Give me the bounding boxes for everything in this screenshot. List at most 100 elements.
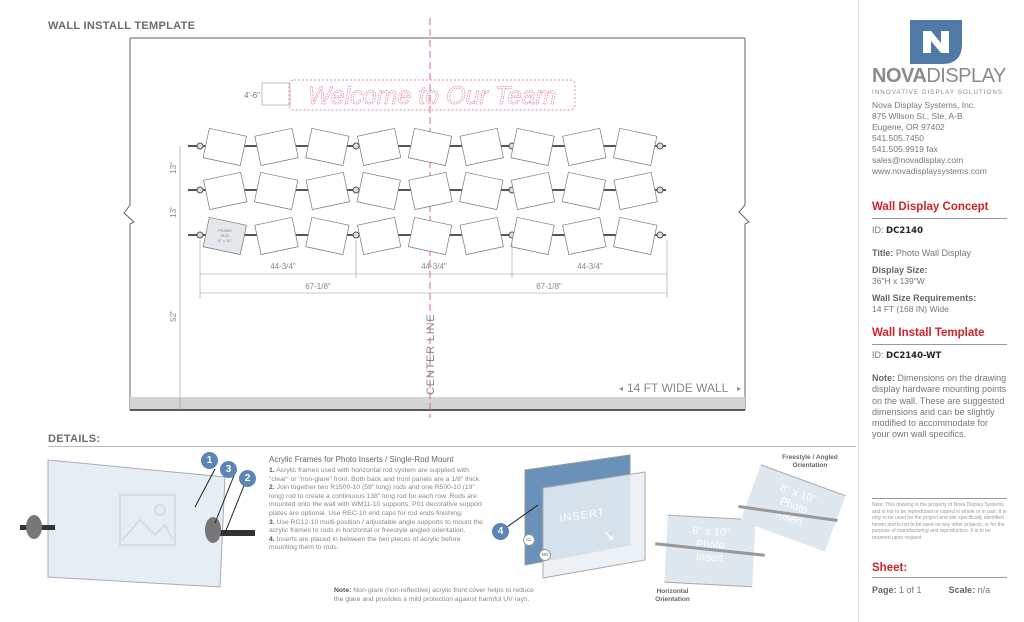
dim-seg2: 44-3/4" [421,262,447,271]
photo-frame [305,216,350,256]
photo-frame [459,171,504,211]
frame-size-label: FRAME [218,228,232,233]
details-heading: Acrylic Frames for Photo Inserts / Singl… [269,455,454,464]
frame-size-label: SIZE [221,233,230,238]
dim-seg1: 44-3/4" [270,262,296,271]
wall-mount [656,231,664,239]
photo-frame [613,216,658,256]
step-2: 2. Join together two R1500-10 (59" long)… [269,484,482,517]
photo-frame [202,127,247,167]
photo-frame [459,127,504,167]
arrow-left-icon: ◂ [619,384,623,393]
frame-size-label: 8" x 10" [218,238,232,243]
wall-mount [196,231,204,239]
photo-frame [305,171,350,211]
website-link[interactable]: www.novadisplaysystems.com [872,166,987,176]
photo-frame [407,127,453,167]
sign-height-dim: 4'-6" [244,91,260,100]
callout-2: 2 [239,470,256,487]
photo-frame [254,127,299,167]
company-address: Nova Display Systems, Inc.875 Wilson St.… [872,100,1007,177]
sheet-info: Page: 1 of 1 Scale: n/a [872,585,991,595]
photo-frame [356,127,402,167]
wall-mount [196,186,204,194]
wall-mount [196,142,204,150]
dim-floor: 52" [169,310,178,322]
legal-note: Note: This drawing is the property of No… [872,502,1007,541]
nova-logo-icon [910,20,962,64]
photo-frame [562,127,607,167]
vertical-dims: 13" 13" 52" [169,146,181,410]
dim-half1: 67-1/8" [305,282,331,291]
concept-title: Wall Display Concept [872,201,1007,219]
wall-outline [123,37,750,411]
dim-row2: 13" [169,206,178,218]
frame-row [188,127,666,167]
step-4: 4. Inserts are placed in between the two… [269,535,461,552]
photo-frame [254,216,299,256]
welcome-sign: Welcome to Our Team 4'-6" [244,79,576,111]
details-divider [48,446,856,447]
wall-mount [656,186,664,194]
dim-seg3: 44-3/4" [577,262,603,271]
photo-frame [613,171,658,211]
callout-4: 4 [492,523,509,540]
photo-frame [459,216,504,256]
nova-logo-text: NOVADISPLAY [872,65,1006,87]
photo-frame [561,171,607,211]
center-line-label: CENTER LINE [425,313,437,395]
photo-frame [356,216,402,256]
details-title: DETAILS: [48,433,101,445]
wall-width-label: 14 FT WIDE WALL [627,381,729,395]
wall-mount [352,142,360,150]
image-placeholder-icon [119,494,176,546]
concept-title-field: Title: Photo Wall Display [872,248,972,258]
floor-band [130,397,745,409]
legal-divider [872,498,1007,499]
wall-size: Wall Size Requirements:14 FT (168 IN) Wi… [872,293,977,314]
horizontal-label: Horizontal Orientation [655,588,690,603]
sheet-title: Sheet: [872,562,1007,578]
panel-divider [858,0,859,622]
photo-frame [407,216,453,256]
dim-row1: 13" [169,162,178,174]
frame-detail-image [20,459,255,588]
freestyle-label: Freestyle / Angled Orientation [782,454,838,469]
photo-frame [613,127,658,167]
template-title: Wall Install Template [872,327,1007,345]
horizontal-dims: 44-3/4" 44-3/4" 44-3/4" 67-1/8" 67-1/8" [199,240,668,298]
photo-frame [253,171,299,211]
photo-frame [305,127,350,167]
clear-badge: CL [523,534,535,546]
sign-text: Welcome to Our Team [308,82,557,110]
template-note: Note: Dimensions on the drawing display … [872,373,1007,440]
dim-half2: 67-1/8" [536,282,562,291]
step-3: 3. Use RG12-10 multi-position / adjustab… [269,518,483,535]
display-size: Display Size:36"H x 139"W [872,265,928,286]
email-link[interactable]: sales@novadisplay.com [872,155,964,165]
callout-1: 1 [201,452,218,469]
photo-frame [510,216,555,256]
photo-frame [202,216,247,256]
wall-mount [352,231,360,239]
template-id: ID: DC2140-WT [872,350,942,361]
page-title: WALL INSTALL TEMPLATE [48,20,196,32]
photo-frame [356,171,401,211]
frame-row [188,171,666,211]
photo-frame [203,171,248,211]
photo-frame [510,127,555,167]
photo-frame [510,171,556,211]
insert-illustration: INSERT ↘ [506,454,646,579]
photo-frame [562,216,607,256]
photo-frame [408,171,453,211]
tagline: INNOVATIVE DISPLAY SOLUTIONS [872,89,1004,96]
nonglare-badge: NG [539,549,551,561]
callout-3: 3 [220,461,237,478]
step-1: 1. Acrylic frames used with horizontal r… [269,467,481,483]
details-note: Note: Non-glare (non-reflective) acrylic… [334,587,534,603]
concept-id: ID: DC2140 [872,225,923,236]
wall-mount [352,186,360,194]
arrow-right-icon: ▸ [737,384,741,393]
